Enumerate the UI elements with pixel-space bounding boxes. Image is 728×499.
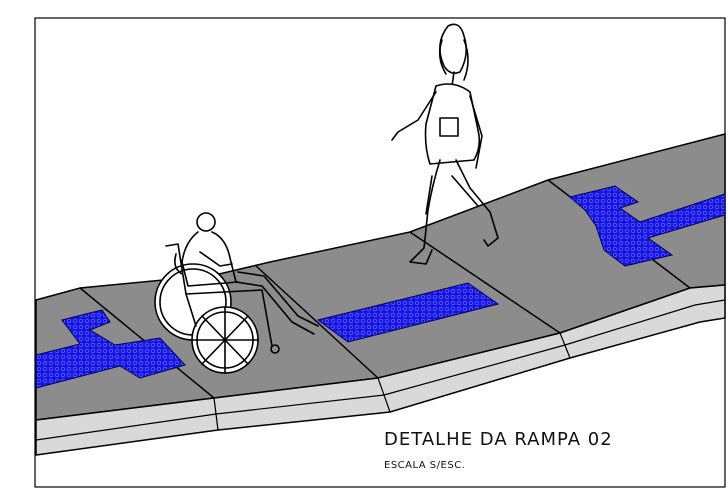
drawing-scale-note: ESCALA S/ESC. [384, 460, 466, 471]
tactile-paving-right-cross [568, 185, 726, 267]
drawing-title: DETALHE DA RAMPA 02 [384, 429, 613, 450]
ramp-joint [213, 397, 219, 431]
curb-edge-line [35, 299, 726, 441]
tactile-paving-left-cross [35, 309, 186, 389]
walking-woman-figure [391, 23, 499, 265]
ramp-joint [254, 264, 379, 379]
ramp-joint [409, 231, 561, 334]
tactile-paving-middle-strip [316, 282, 500, 343]
ramp-joint [559, 332, 571, 359]
ramp-joint [377, 377, 391, 413]
wheelchair-user-figure [154, 212, 319, 374]
